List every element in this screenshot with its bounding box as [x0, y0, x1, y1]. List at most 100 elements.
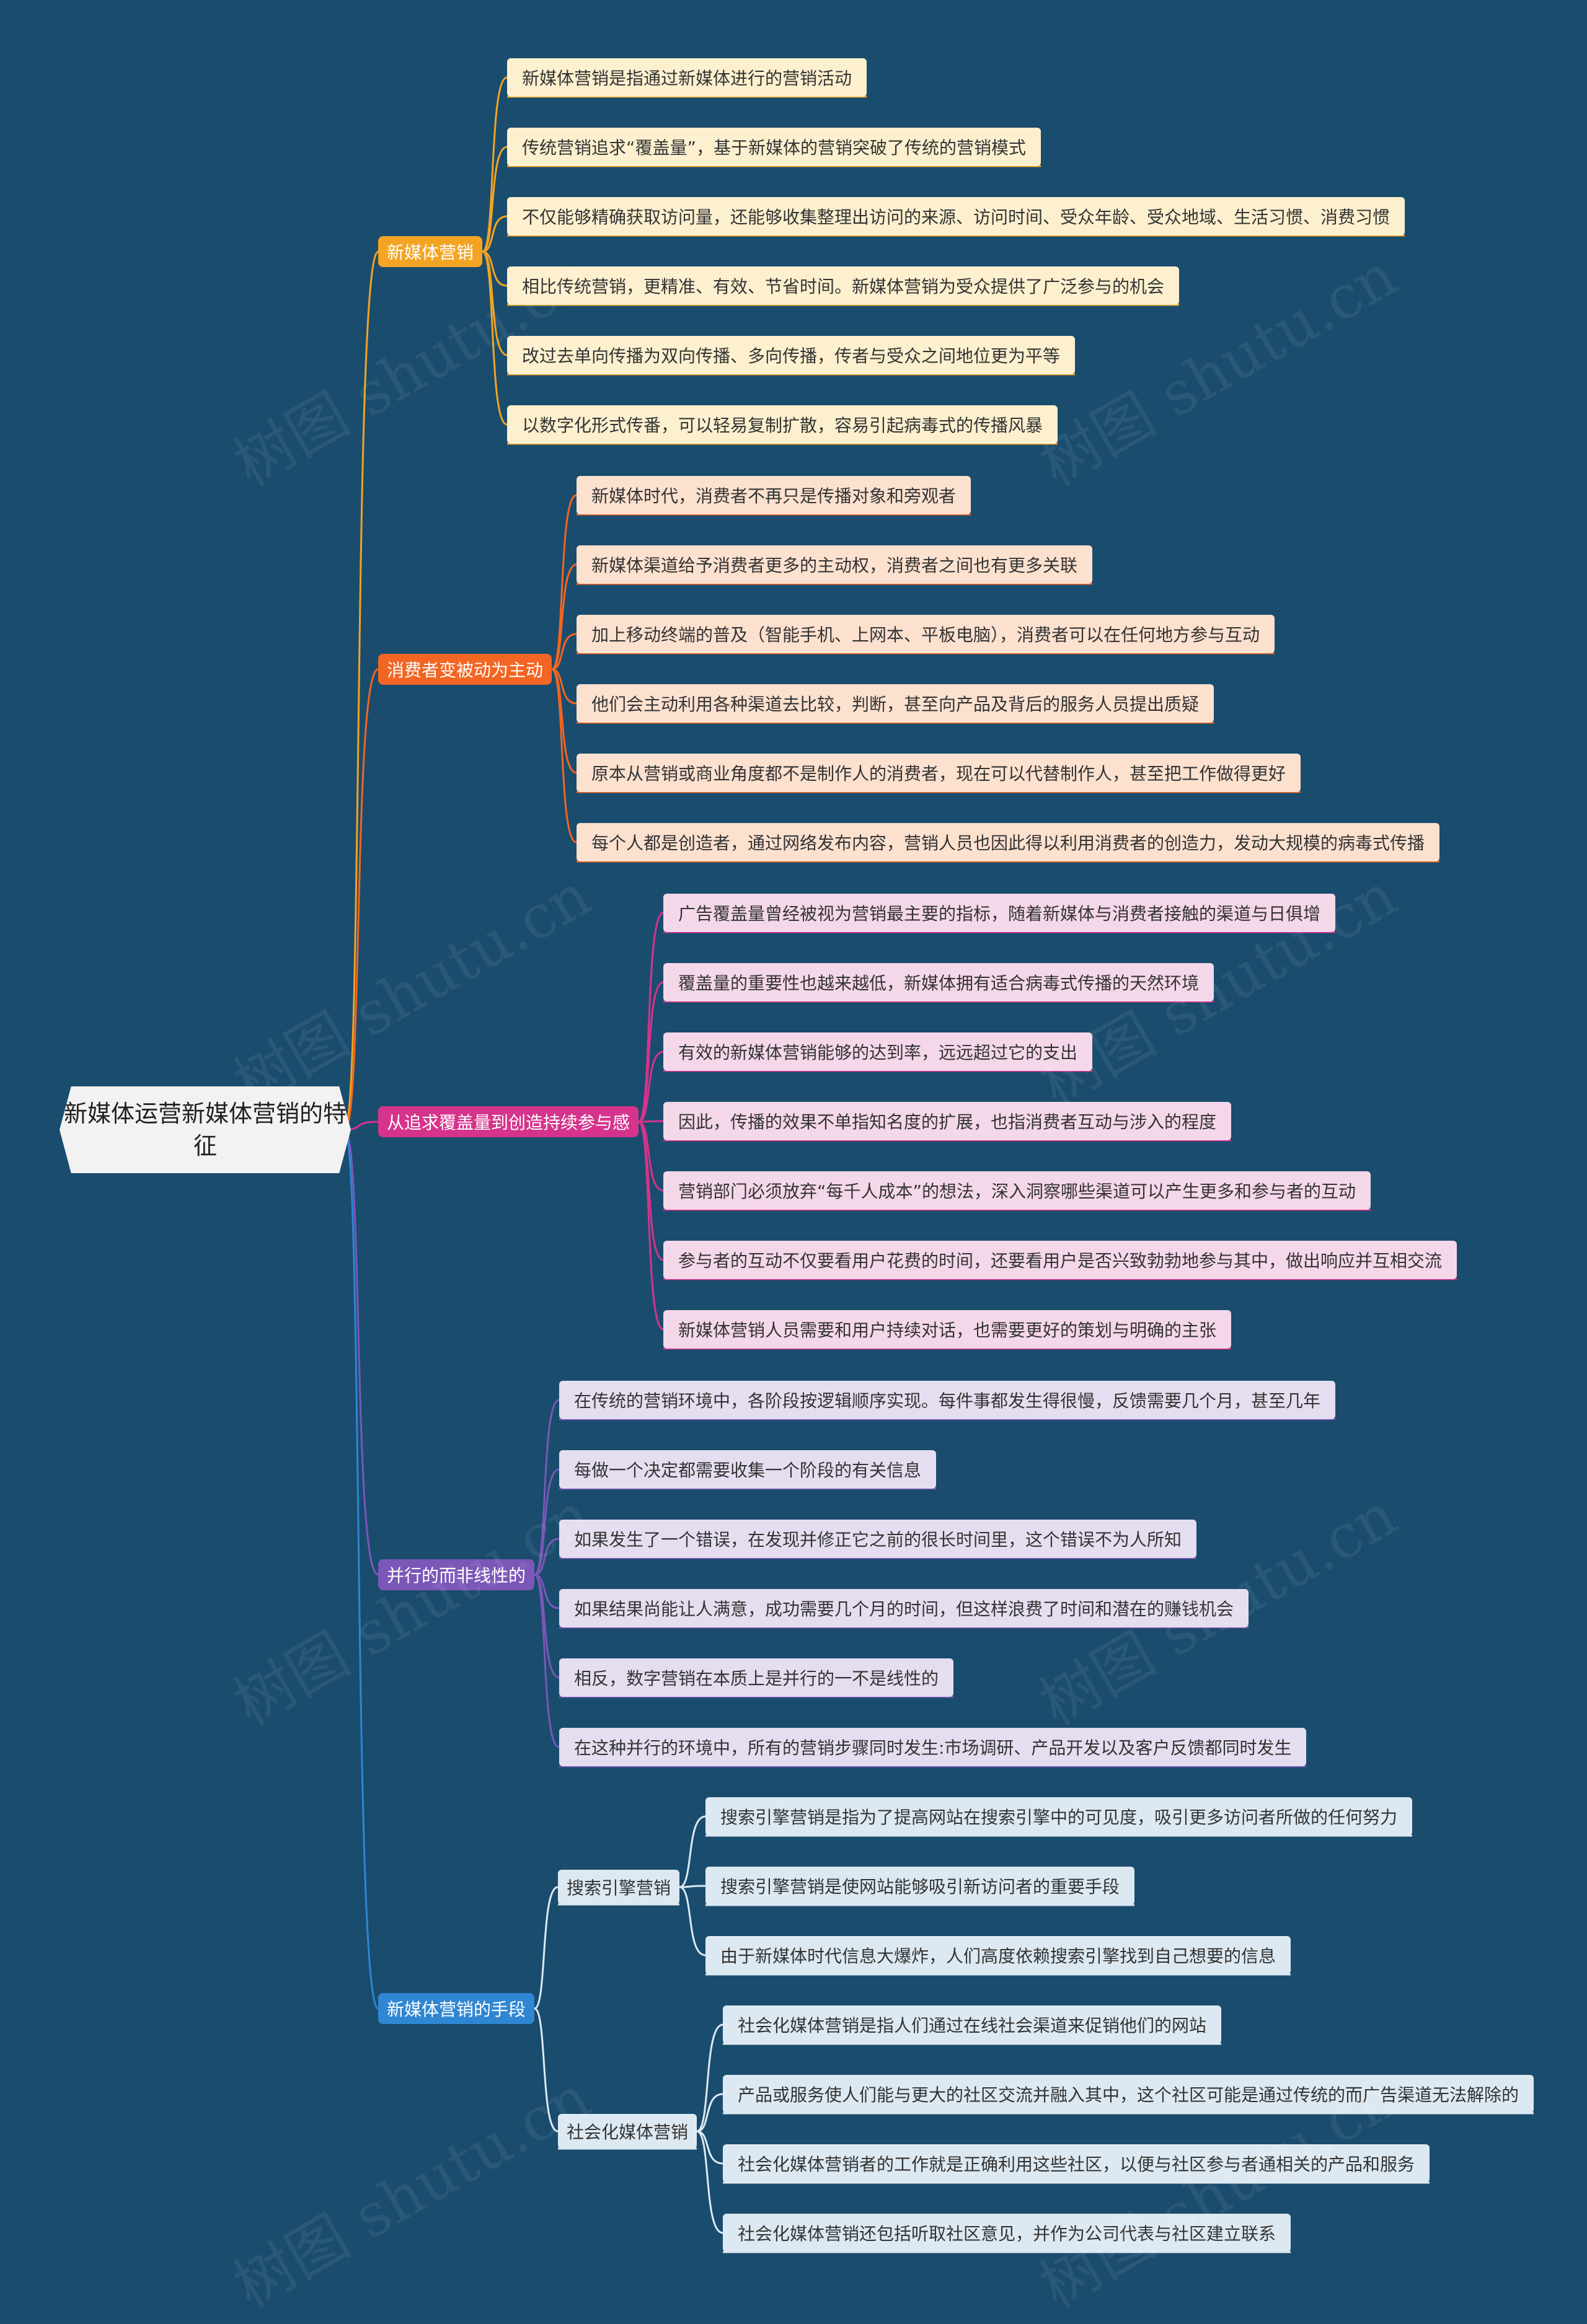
- leaf-node[interactable]: 新媒体渠道给予消费者更多的主动权，消费者之间也有更多关联: [577, 545, 1093, 584]
- leaf-node[interactable]: 以数字化形式传番，可以轻易复制扩散，容易引起病毒式的传播风暴: [507, 405, 1058, 444]
- leaf-node[interactable]: 如果发生了一个错误，在发现并修正它之前的很长时间里，这个错误不为人所知: [559, 1520, 1197, 1558]
- connector-line: [551, 668, 577, 705]
- leaf-node[interactable]: 相比传统营销，更精准、有效、节省时间。新媒体营销为受众提供了广泛参与的机会: [507, 266, 1180, 305]
- leaf-label: 搜索引擎营销是指为了提高网站在搜索引擎中的可见度，吸引更多访问者所做的任何努力: [720, 1807, 1398, 1828]
- branch-parallel[interactable]: 并行的而非线性的: [378, 1559, 535, 1590]
- sub-topic-search-engine[interactable]: 搜索引擎营销: [558, 1870, 680, 1904]
- connector-line: [551, 563, 577, 671]
- leaf-label: 原本从营销或商业角度都不是制作人的消费者，现在可以代替制作人，甚至把工作做得更好: [591, 764, 1286, 784]
- leaf-label: 由于新媒体时代信息大爆炸，人们高度依赖搜索引擎找到自己想要的信息: [720, 1946, 1276, 1966]
- leaf-node[interactable]: 相反，数字营销在本质上是并行的一不是线性的: [559, 1658, 954, 1697]
- leaf-label: 社会化媒体营销者的工作就是正确利用这些社区，以便与社区参与者通相关的产品和服务: [738, 2154, 1415, 2175]
- leaf-node[interactable]: 不仅能够精确获取访问量，还能够收集整理出访问的来源、访问时间、受众年龄、受众地域…: [507, 197, 1405, 235]
- leaf-node[interactable]: 社会化媒体营销还包括听取社区意见，并作为公司代表与社区建立联系: [723, 2214, 1291, 2252]
- connector-line: [482, 250, 508, 356]
- branch-participation[interactable]: 从追求覆盖量到创造持续参与感: [378, 1106, 639, 1137]
- leaf-node[interactable]: 由于新媒体时代信息大爆炸，人们高度依赖搜索引擎找到自己想要的信息: [705, 1936, 1291, 1974]
- leaf-label: 以数字化形式传番，可以轻易复制扩散，容易引起病毒式的传播风暴: [522, 415, 1043, 436]
- leaf-node[interactable]: 社会化媒体营销是指人们通过在线社会渠道来促销他们的网站: [723, 2005, 1222, 2044]
- leaf-node[interactable]: 产品或服务使人们能与更大的社区交流并融入其中，这个社区可能是通过传统的而广告渠道…: [723, 2075, 1534, 2113]
- leaf-label: 因此，传播的效果不单指知名度的扩展，也指消费者互动与涉入的程度: [678, 1112, 1217, 1132]
- leaf-label: 新媒体营销是指通过新媒体进行的营销活动: [522, 68, 852, 89]
- leaf-label: 新媒体时代，消费者不再只是传播对象和旁观者: [591, 486, 957, 506]
- leaf-label: 社会化媒体营销是指人们通过在线社会渠道来促销他们的网站: [738, 2015, 1207, 2036]
- connector-line: [638, 1120, 664, 1261]
- leaf-label: 营销部门必须放弃“每千人成本”的想法，深入洞察哪些渠道可以产生更多和参与者的互动: [678, 1181, 1356, 1202]
- connector-line: [696, 2093, 723, 2133]
- connector-line: [482, 215, 508, 253]
- connector-line: [482, 250, 508, 287]
- leaf-node[interactable]: 新媒体营销是指通过新媒体进行的营销活动: [507, 58, 867, 97]
- leaf-node[interactable]: 每个人都是创造者，通过网络发布内容，营销人员也因此得以利用消费者的创造力，发动大…: [577, 823, 1440, 861]
- leaf-node[interactable]: 营销部门必须放弃“每千人成本”的想法，深入洞察哪些渠道可以产生更多和参与者的互动: [663, 1171, 1371, 1210]
- leaf-label: 新媒体营销人员需要和用户持续对话，也需要更好的策划与明确的主张: [678, 1320, 1217, 1340]
- connector-line: [534, 2007, 559, 2133]
- leaf-node[interactable]: 参与者的互动不仅要看用户花费的时间，还要看用户是否兴致勃勃地参与其中，做出响应并…: [663, 1241, 1457, 1279]
- branch-new-media-marketing[interactable]: 新媒体营销: [378, 236, 483, 267]
- connector-line: [638, 1050, 664, 1123]
- leaf-label: 在传统的营销环境中，各阶段按逻辑顺序实现。每件事都发生得很慢，反馈需要几个月，甚…: [574, 1391, 1321, 1411]
- root-topic-label: 新媒体运营新媒体营销的特征: [63, 1100, 347, 1160]
- connector-line: [343, 1129, 379, 1576]
- leaf-label: 相反，数字营销在本质上是并行的一不是线性的: [574, 1668, 939, 1689]
- leaf-label: 新媒体渠道给予消费者更多的主动权，消费者之间也有更多关联: [591, 555, 1078, 576]
- leaf-label: 每个人都是创造者，通过网络发布内容，营销人员也因此得以利用消费者的创造力，发动大…: [591, 833, 1425, 853]
- connector-line: [534, 1886, 559, 2010]
- connector-line: [551, 668, 577, 843]
- leaf-label: 改过去单向传播为双向传播、多向传播，传者与受众之间地位更为平等: [522, 346, 1061, 366]
- leaf-label: 参与者的互动不仅要看用户花费的时间，还要看用户是否兴致勃勃地参与其中，做出响应并…: [678, 1251, 1443, 1271]
- connector-line: [343, 668, 379, 1131]
- connector-line: [637, 1120, 664, 1331]
- leaf-label: 覆盖量的重要性也越来越低，新媒体拥有适合病毒式传播的天然环境: [678, 973, 1200, 993]
- connector-line: [534, 1574, 560, 1748]
- connector-line: [534, 1399, 560, 1576]
- leaf-node[interactable]: 搜索引擎营销是指为了提高网站在搜索引擎中的可见度，吸引更多访问者所做的任何努力: [705, 1797, 1413, 1836]
- sub-topic-social-media[interactable]: 社会化媒体营销: [558, 2114, 697, 2149]
- connector-line: [696, 2023, 723, 2133]
- connector-line: [534, 1538, 560, 1576]
- leaf-label: 搜索引擎营销是使网站能够吸引新访问者的重要手段: [720, 1877, 1120, 1897]
- root-topic[interactable]: 新媒体运营新媒体营销的特征: [60, 1086, 351, 1173]
- leaf-node[interactable]: 有效的新媒体营销能够的达到率，远远超过它的支出: [663, 1032, 1093, 1071]
- leaf-label: 如果发生了一个错误，在发现并修正它之前的很长时间里，这个错误不为人所知: [574, 1530, 1182, 1550]
- sub-topic-label: 搜索引擎营销: [567, 1878, 671, 1898]
- leaf-node[interactable]: 覆盖量的重要性也越来越低，新媒体拥有适合病毒式传播的天然环境: [663, 963, 1214, 1001]
- leaf-label: 相比传统营销，更精准、有效、节省时间。新媒体营销为受众提供了广泛参与的机会: [522, 276, 1165, 297]
- branch-label: 消费者变被动为主动: [387, 660, 544, 680]
- branch-marketing-means[interactable]: 新媒体营销的手段: [378, 1993, 535, 2024]
- branch-label: 新媒体营销: [387, 242, 474, 263]
- leaf-node[interactable]: 他们会主动利用各种渠道去比较，判断，甚至向产品及背后的服务人员提出质疑: [577, 684, 1214, 723]
- leaf-node[interactable]: 广告覆盖量曾经被视为营销最主要的指标，随着新媒体与消费者接触的渠道与日俱增: [663, 894, 1336, 932]
- leaf-node[interactable]: 新媒体时代，消费者不再只是传播对象和旁观者: [577, 476, 971, 514]
- branch-label: 新媒体营销的手段: [387, 1999, 526, 2020]
- leaf-label: 广告覆盖量曾经被视为营销最主要的指标，随着新媒体与消费者接触的渠道与日俱增: [678, 904, 1321, 924]
- leaf-node[interactable]: 原本从营销或商业角度都不是制作人的消费者，现在可以代替制作人，甚至把工作做得更好: [577, 754, 1301, 792]
- leaf-node[interactable]: 改过去单向传播为双向传播、多向传播，传者与受众之间地位更为平等: [507, 336, 1076, 374]
- connector-line: [534, 1468, 560, 1576]
- leaf-node[interactable]: 传统营销追求“覆盖量”，基于新媒体的营销突破了传统的营销模式: [507, 128, 1041, 166]
- leaf-node[interactable]: 在传统的营销环境中，各阶段按逻辑顺序实现。每件事都发生得很慢，反馈需要几个月，甚…: [559, 1381, 1336, 1419]
- leaf-node[interactable]: 加上移动终端的普及（智能手机、上网本、平板电脑），消费者可以在任何地方参与互动: [577, 615, 1275, 653]
- leaf-node[interactable]: 如果结果尚能让人满意，成功需要几个月的时间，但这样浪费了时间和潜在的赚钱机会: [559, 1589, 1249, 1627]
- connector-line: [343, 1129, 379, 2010]
- connector-line: [551, 633, 577, 671]
- leaf-label: 加上移动终端的普及（智能手机、上网本、平板电脑），消费者可以在任何地方参与互动: [591, 625, 1260, 645]
- connector-line: [679, 1885, 706, 1888]
- leaf-node[interactable]: 搜索引擎营销是使网站能够吸引新访问者的重要手段: [705, 1867, 1135, 1905]
- leaf-node[interactable]: 因此，传播的效果不单指知名度的扩展，也指消费者互动与涉入的程度: [663, 1102, 1232, 1140]
- leaf-label: 每做一个决定都需要收集一个阶段的有关信息: [574, 1460, 922, 1481]
- connector-line: [638, 1120, 664, 1123]
- connector-line: [551, 494, 577, 671]
- connector-line: [696, 2130, 723, 2234]
- leaf-node[interactable]: 社会化媒体营销者的工作就是正确利用这些社区，以便与社区参与者通相关的产品和服务: [723, 2144, 1430, 2183]
- branch-consumer-active[interactable]: 消费者变被动为主动: [378, 654, 552, 685]
- leaf-label: 有效的新媒体营销能够的达到率，远远超过它的支出: [678, 1042, 1078, 1063]
- leaf-node[interactable]: 在这种并行的环境中，所有的营销步骤同时发生:市场调研、产品开发以及客户反馈都同时…: [559, 1728, 1307, 1766]
- leaf-node[interactable]: 新媒体营销人员需要和用户持续对话，也需要更好的策划与明确的主张: [663, 1310, 1232, 1349]
- connector-line: [482, 146, 508, 253]
- connector-line: [638, 981, 664, 1123]
- connector-line: [679, 1815, 706, 1888]
- leaf-node[interactable]: 每做一个决定都需要收集一个阶段的有关信息: [559, 1450, 937, 1489]
